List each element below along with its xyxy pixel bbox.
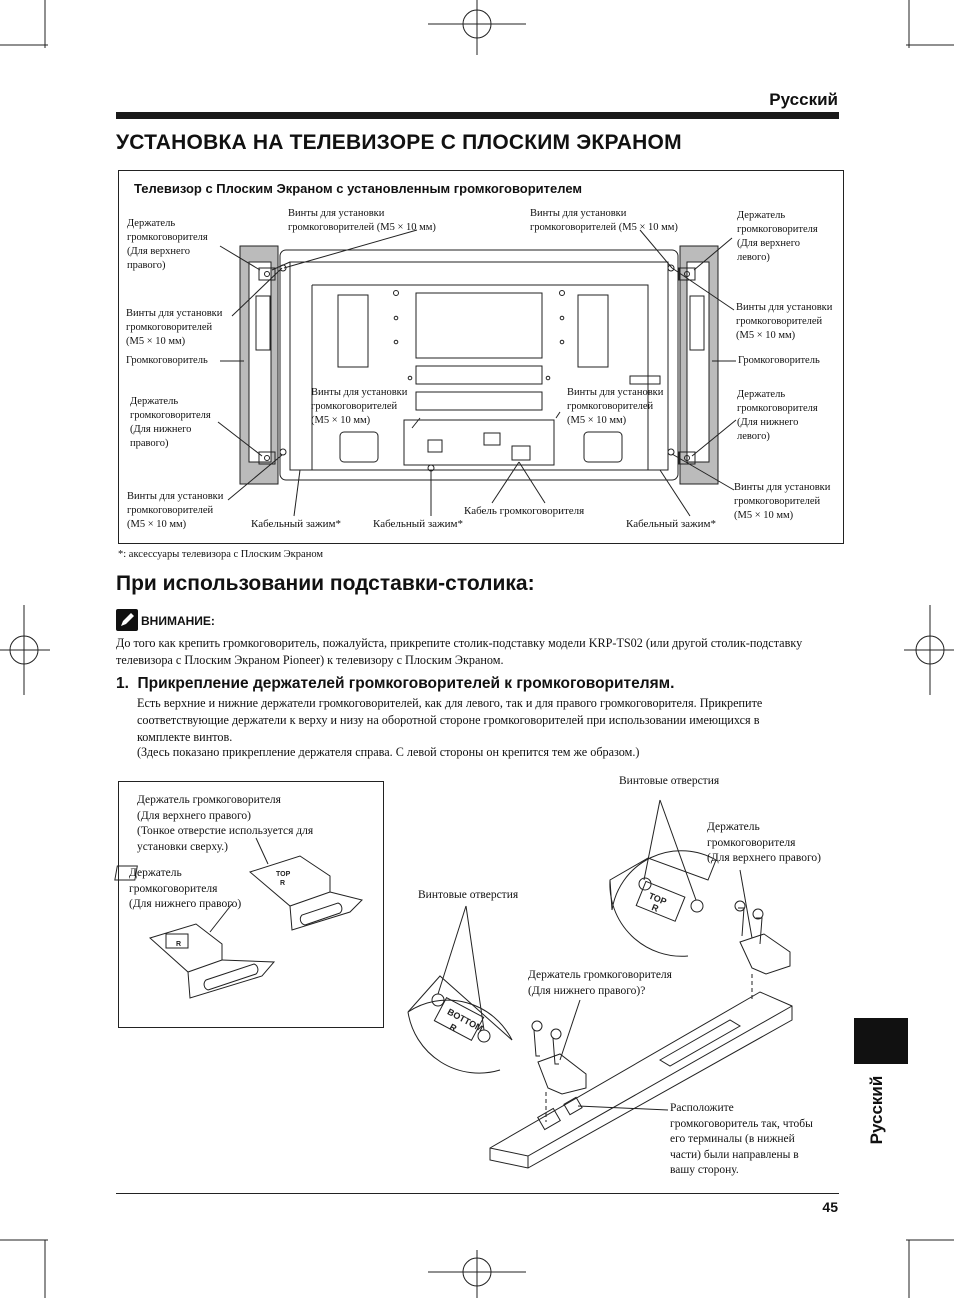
footer-rule bbox=[116, 1193, 839, 1194]
label-screw-holes-mid: Винтовые отверстия bbox=[418, 889, 519, 901]
label-screws-top-right: Винты для установки громкоговорителей (M… bbox=[530, 208, 678, 233]
label-cable-clamp-2: Кабельный зажим* bbox=[373, 518, 464, 530]
figure1-caption: Телевизор с Плоским Экраном с установлен… bbox=[134, 181, 583, 196]
label-position-note: Расположите громкоговоритель так, чтобы … bbox=[670, 1102, 813, 1176]
label-screws-center-left: Винты для установки громкоговорителей (M… bbox=[311, 387, 408, 426]
label-holder-upper-right-2: Держатель громкоговорителя (Для верхнего… bbox=[707, 821, 821, 864]
r-mark-top: R bbox=[650, 902, 660, 914]
page-title: УСТАНОВКА НА ТЕЛЕВИЗОРЕ С ПЛОСКИМ ЭКРАНО… bbox=[116, 131, 682, 154]
label-speaker-right: Громкоговоритель bbox=[738, 355, 820, 366]
step1-text: Есть верхние и нижние держатели громкого… bbox=[137, 696, 763, 744]
step1-note: (Здесь показано прикрепление держателя с… bbox=[137, 745, 640, 759]
header-language: Русский bbox=[769, 90, 838, 109]
label-cable-clamp-1: Кабельный зажим* bbox=[251, 518, 342, 530]
header-rule bbox=[116, 112, 839, 119]
caution-text: До того как крепить громкоговоритель, по… bbox=[116, 636, 803, 667]
bracket-upper-top-mark: TOP bbox=[276, 871, 291, 878]
figure1-footnote: *: аксессуары телевизора с Плоским Экран… bbox=[118, 549, 324, 560]
box-label-lower: Держатель громкоговорителя (Для нижнего … bbox=[129, 867, 242, 910]
label-screws-left-mid: Винты для установки громкоговорителей (M… bbox=[126, 308, 223, 347]
label-screws-right-mid: Винты для установки громкоговорителей (M… bbox=[736, 302, 833, 341]
section2-heading: При использовании подставки-столика: bbox=[116, 572, 535, 595]
caution-label: ВНИМАНИЕ: bbox=[141, 614, 215, 628]
page-number: 45 bbox=[822, 1199, 838, 1215]
label-holder-lower-right: Держатель громкоговорителя (Для нижнего … bbox=[130, 396, 211, 449]
label-holder-upper-right: Держатель громкоговорителя (Для верхнего… bbox=[127, 218, 208, 271]
side-tab bbox=[854, 1018, 908, 1064]
label-screw-holes-top: Винтовые отверстия bbox=[619, 775, 720, 787]
step1-heading: 1. Прикрепление держателей громкоговорит… bbox=[116, 675, 675, 692]
label-holder-lower-left: Держатель громкоговорителя (Для нижнего … bbox=[737, 389, 818, 442]
label-speaker-cable: Кабель громкоговорителя bbox=[464, 505, 585, 517]
label-speaker-left: Громкоговоритель bbox=[126, 355, 208, 366]
bracket-lower-r-mark: R bbox=[176, 941, 181, 948]
label-screws-top-left: Винты для установки громкоговорителей (M… bbox=[288, 208, 436, 233]
label-screws-center-right: Винты для установки громкоговорителей (M… bbox=[567, 387, 664, 426]
caution-icon bbox=[116, 609, 138, 631]
r-mark-mid: R bbox=[448, 1022, 459, 1034]
brackets-box bbox=[118, 781, 384, 1028]
box-label-upper: Держатель громкоговорителя (Для верхнего… bbox=[137, 794, 314, 853]
bracket-upper-r-mark: R bbox=[280, 880, 285, 887]
figure1-frame bbox=[118, 170, 844, 544]
label-holder-lower-right-2: Держатель громкоговорителя (Для нижнего … bbox=[528, 969, 672, 997]
label-screws-bottom-left: Винты для установки громкоговорителей (M… bbox=[127, 491, 224, 530]
label-screws-bottom-right: Винты для установки громкоговорителей (M… bbox=[734, 482, 831, 521]
side-tab-label: Русский bbox=[867, 1075, 886, 1145]
label-holder-upper-left: Держатель громкоговорителя (Для верхнего… bbox=[737, 210, 818, 263]
label-cable-clamp-3: Кабельный зажим* bbox=[626, 518, 717, 530]
